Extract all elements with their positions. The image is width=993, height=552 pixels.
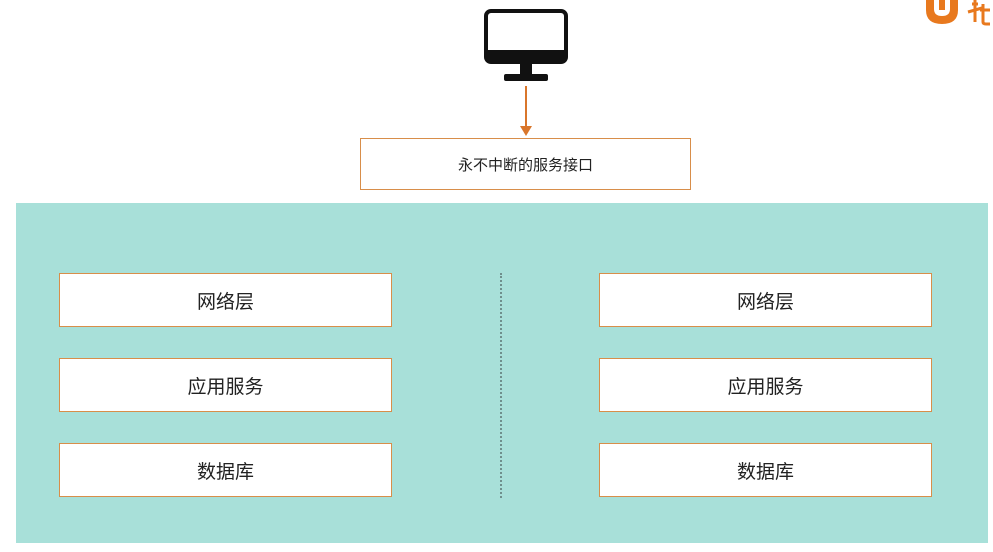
cluster-divider bbox=[500, 273, 502, 498]
right-app-service-label: 应用服务 bbox=[727, 375, 804, 398]
left-network-layer-box: 网络层 bbox=[59, 273, 392, 327]
desktop-monitor-icon bbox=[480, 6, 572, 86]
right-database-box: 数据库 bbox=[599, 443, 932, 497]
left-app-service-box: 应用服务 bbox=[59, 358, 392, 412]
right-network-layer-box: 网络层 bbox=[599, 273, 932, 327]
left-database-box: 数据库 bbox=[59, 443, 392, 497]
left-app-service-label: 应用服务 bbox=[187, 375, 264, 398]
right-app-service-box: 应用服务 bbox=[599, 358, 932, 412]
api-box: 永不中断的服务接口 bbox=[360, 138, 691, 190]
left-network-layer-label: 网络层 bbox=[196, 290, 254, 313]
cluster-panel: 网络层 应用服务 数据库 网络层 应用服务 数据库 bbox=[16, 203, 988, 543]
left-database-label: 数据库 bbox=[196, 460, 254, 483]
brand-logo-icon bbox=[920, 0, 993, 30]
right-network-layer-label: 网络层 bbox=[736, 290, 794, 313]
api-label: 永不中断的服务接口 bbox=[457, 155, 593, 174]
right-database-label: 数据库 bbox=[736, 460, 794, 483]
request-arrow bbox=[514, 86, 538, 138]
